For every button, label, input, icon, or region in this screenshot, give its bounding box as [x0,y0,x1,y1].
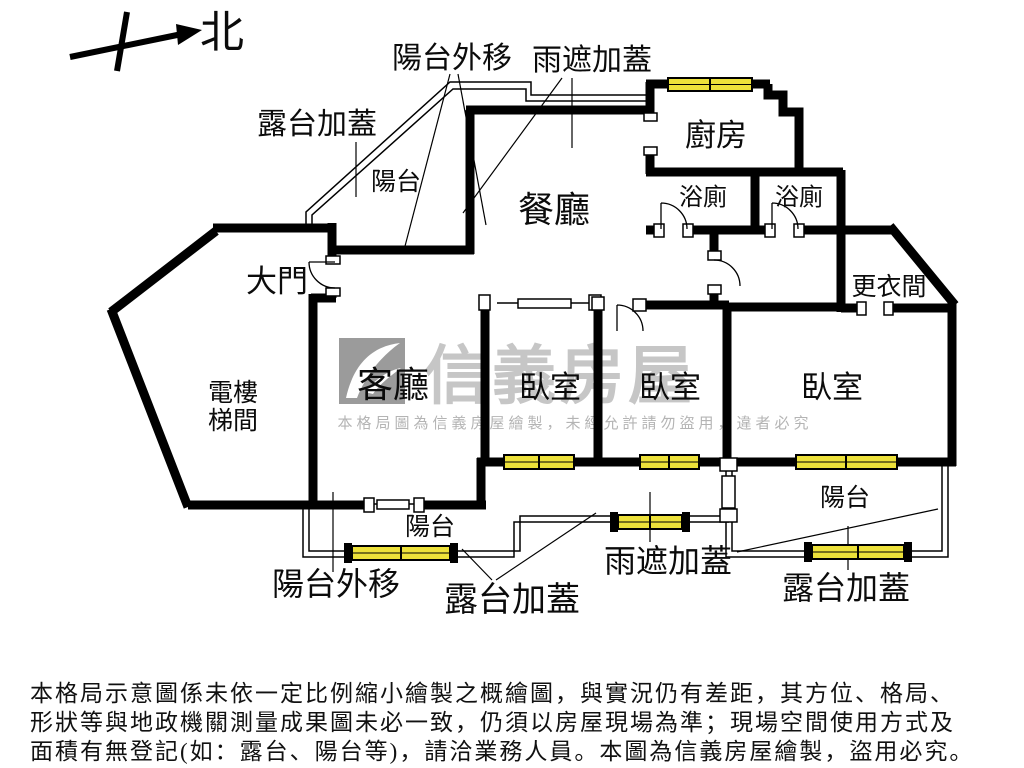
window-balcony-left [344,543,458,563]
compass-arrowhead-icon [176,24,202,45]
room-bedroom2: 臥室 [639,370,701,405]
walls-bedrooms [480,230,843,464]
room-bedroom3: 臥室 [801,370,863,405]
room-kitchen: 廚房 [685,118,747,153]
hall-door-swing [713,259,741,287]
sinyi-logo-roof-icon [346,343,400,398]
door-arcs [308,202,799,332]
room-bedroom1: 臥室 [519,370,581,405]
leader-terrace-bottom-1 [461,548,493,581]
window-bedroom3 [795,454,898,470]
main-door-post [325,255,341,265]
watermark-brand: 信義房屋 [424,341,696,412]
bath2-door-post [793,223,805,238]
balcony-sliding-door [721,475,736,509]
kitchen-door-post [643,146,658,156]
bottom-left-balcony-line-inner [308,508,729,552]
window-bedroom1 [503,454,575,470]
leader-balcony-moved-top-1 [403,73,451,251]
watermark: 信義房屋 本格局圖為信義房屋繪製，未經允許請勿盜用，違者必究 [337,338,812,432]
watermark-notice: 本格局圖為信義房屋繪製，未經允許請勿盜用，違者必究 [337,414,812,432]
annotation-terrace-covered-bottom-center: 露台加蓋 [444,581,580,619]
annotation-balcony-moved-out-bottom: 陽台外移 [272,566,400,602]
compass-arrow-line [69,31,183,60]
room-elevator-line2: 梯間 [208,407,258,435]
windows [344,77,912,563]
leader-diagonal-right [736,508,939,553]
annotation-rain-canopy-top: 雨遮加蓋 [532,44,652,77]
bath1-door-post [682,223,694,238]
sinyi-logo-swoosh-icon [365,368,401,394]
room-bath-left: 浴廁 [679,184,727,211]
bedroom2-door-post [632,298,647,312]
walls [106,79,959,510]
bath1-door-post [653,223,665,238]
leader-terrace-bottom-2 [495,512,597,581]
living-slider-post [363,497,375,513]
kitchen-door-post [643,112,658,122]
leader-lines [332,73,939,581]
disclaimer-line-1: 本格局示意圖係未依一定比例縮小繪製之概繪圖，與實況仍有差距，其方位、格局、 [30,681,955,706]
room-living: 客廳 [357,365,429,405]
annotation-terrace-covered-top-left: 露台加蓋 [257,108,377,141]
bedroom2-door-swing [616,304,644,332]
window-balcony-right [804,542,912,562]
top-balcony-line-inner [311,88,650,226]
room-dining: 餐廳 [518,190,590,230]
balcony-slider-post [719,508,738,523]
window-bedroom2 [639,454,700,470]
dressing-door-post [856,301,867,316]
window-rain-canopy [610,512,690,532]
room-bath-right: 浴廁 [775,184,823,211]
bottom-left-balcony-line-outer [302,508,729,558]
disclaimer: 本格局示意圖係未依一定比例縮小繪製之概繪圖，與實況仍有差距，其方位、格局、 形狀… [30,681,974,764]
living-slider-post [413,497,425,513]
room-balcony-bottom-right: 陽台 [820,484,870,512]
walls-living-bottom-and-right [188,223,959,510]
bath2-door-swing [771,202,799,230]
north-compass: 北 [69,8,244,72]
bath1-door-swing [660,202,688,230]
annotation-terrace-covered-bottom-right: 露台加蓋 [782,570,910,606]
door-posts [325,112,894,523]
bedroom2-door-post [591,296,605,311]
north-label: 北 [200,8,244,57]
top-balcony-line-outer [305,81,650,226]
hall-door-post [707,284,722,295]
window-kitchen [667,77,753,92]
bedroom1-sliding-door [517,298,572,309]
balcony-slider-post [719,457,738,472]
bath2-door-post [764,223,776,238]
hall-door-post [707,250,722,261]
room-labels: 陽台外移 雨遮加蓋 露台加蓋 陽台 廚房 餐廳 浴廁 浴廁 大門 更衣間 電樓 … [208,42,927,619]
annotation-balcony-moved-out-top: 陽台外移 [392,42,512,75]
room-main-door: 大門 [246,264,308,299]
compass-cross-line [114,11,130,72]
bedroom1-slider-post [478,294,491,311]
room-dressing: 更衣間 [851,273,926,301]
leader-rain-canopy-top-2 [462,77,563,214]
living-sliding-door [376,499,410,510]
annotation-rain-canopy-bottom: 雨遮加蓋 [604,543,732,579]
room-elevator-line1: 電樓 [208,379,258,407]
room-balcony-bottom-left: 陽台 [405,513,455,541]
room-balcony-top: 陽台 [371,168,421,196]
main-door-swing [308,261,336,289]
disclaimer-line-3: 面積有無登記(如：露台、陽台等)，請洽業務人員。本圖為信義房屋繪製，盜用必究。 [30,739,974,764]
dressing-door-post [883,301,894,316]
disclaimer-line-2: 形狀等與地政機關測量成果圖未必一致，仍須以房屋現場為準；現場空間使用方式及 [30,710,955,735]
main-door-post [325,287,341,297]
